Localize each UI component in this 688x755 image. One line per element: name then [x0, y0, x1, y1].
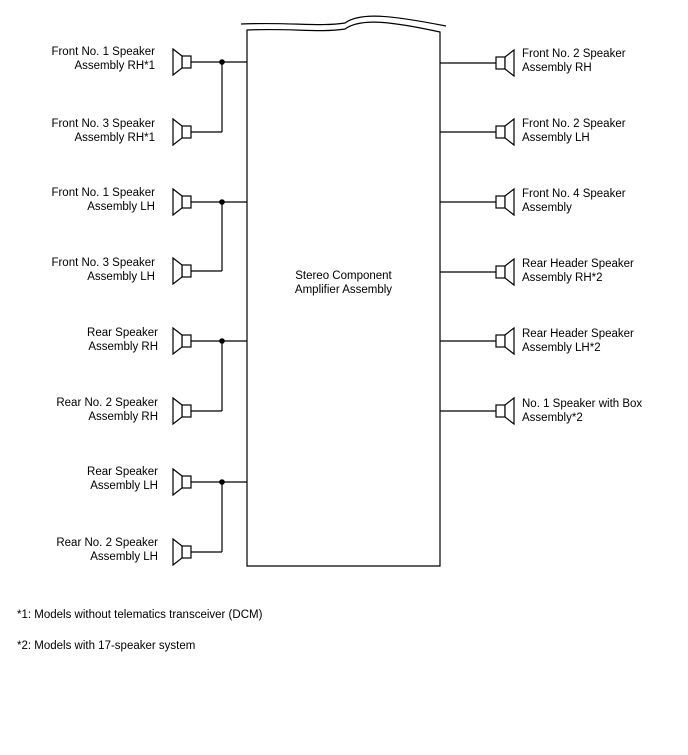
left-speaker-label-line1: Front No. 3 Speaker	[51, 257, 155, 269]
amplifier-label: Stereo Component Amplifier Assembly	[247, 269, 440, 297]
right-speaker-label-line2: Assembly RH*2	[522, 272, 603, 284]
right-speaker-label-line2: Assembly RH	[522, 62, 592, 74]
left-speaker-label-line2: Assembly LH	[90, 551, 158, 563]
speaker-icon	[495, 396, 515, 426]
speaker-icon	[172, 187, 192, 217]
speaker-icon	[172, 537, 192, 567]
right-speaker-label-4: Rear Header Speaker Assembly LH*2	[522, 327, 634, 355]
right-speaker-label-line2: Assembly LH*2	[522, 342, 601, 354]
left-speaker-label-6: Rear Speaker Assembly LH	[87, 465, 158, 493]
left-speaker-label-2: Front No. 1 Speaker Assembly LH	[51, 186, 155, 214]
left-speaker-label-line2: Assembly LH	[90, 480, 158, 492]
amplifier-label-line2: Amplifier Assembly	[294, 284, 393, 296]
amplifier-box	[246, 21, 441, 567]
left-speaker-label-line2: Assembly LH	[87, 271, 155, 283]
left-speaker-label-line1: Rear Speaker	[87, 327, 158, 339]
footnote-1: *1: Models without telematics transceive…	[17, 609, 263, 621]
left-speaker-label-line1: Front No. 1 Speaker	[51, 187, 155, 199]
right-speaker-label-0: Front No. 2 Speaker Assembly RH	[522, 47, 626, 75]
left-speaker-label-line2: Assembly RH*1	[74, 132, 155, 144]
right-speaker-label-1: Front No. 2 Speaker Assembly LH	[522, 117, 626, 145]
right-speaker-label-line2: Assembly*2	[522, 412, 583, 424]
speaker-icon	[495, 326, 515, 356]
right-speaker-label-line1: No. 1 Speaker with Box	[522, 398, 643, 410]
amplifier-break-line	[240, 15, 447, 27]
speaker-icon	[495, 257, 515, 287]
speaker-icon	[172, 256, 192, 286]
left-speaker-label-3: Front No. 3 Speaker Assembly LH	[51, 256, 155, 284]
left-speaker-label-line2: Assembly RH*1	[74, 60, 155, 72]
speaker-icon	[495, 117, 515, 147]
left-speaker-label-line1: Rear No. 2 Speaker	[56, 537, 158, 549]
junction-dot	[219, 59, 225, 65]
right-speaker-label-line1: Rear Header Speaker	[522, 328, 634, 340]
left-speaker-label-line1: Front No. 3 Speaker	[51, 118, 155, 130]
junction-dot	[219, 199, 225, 205]
right-speaker-label-line1: Front No. 2 Speaker	[522, 118, 626, 130]
left-speaker-label-line2: Assembly LH	[87, 201, 155, 213]
speaker-icon	[172, 396, 192, 426]
right-speaker-label-line1: Rear Header Speaker	[522, 258, 634, 270]
right-speaker-label-5: No. 1 Speaker with Box Assembly*2	[522, 397, 642, 425]
junction-dot	[219, 479, 225, 485]
right-speaker-label-line1: Front No. 2 Speaker	[522, 48, 626, 60]
left-speaker-label-line2: Assembly RH	[88, 341, 158, 353]
right-speaker-label-line2: Assembly LH	[522, 132, 590, 144]
left-speaker-label-line1: Front No. 1 Speaker	[51, 46, 155, 58]
left-speaker-label-4: Rear Speaker Assembly RH	[87, 326, 158, 354]
left-speaker-label-5: Rear No. 2 Speaker Assembly RH	[56, 396, 158, 424]
footnote-2: *2: Models with 17-speaker system	[17, 640, 196, 652]
junction-dot	[219, 338, 225, 344]
left-speaker-label-line2: Assembly RH	[88, 411, 158, 423]
left-speaker-label-line1: Rear No. 2 Speaker	[56, 397, 158, 409]
speaker-icon	[495, 187, 515, 217]
right-speaker-label-3: Rear Header Speaker Assembly RH*2	[522, 257, 634, 285]
speaker-icon	[172, 326, 192, 356]
left-speaker-label-0: Front No. 1 Speaker Assembly RH*1	[51, 45, 155, 73]
speaker-icon	[172, 467, 192, 497]
right-speaker-label-2: Front No. 4 Speaker Assembly	[522, 187, 626, 215]
left-speaker-label-1: Front No. 3 Speaker Assembly RH*1	[51, 117, 155, 145]
left-speaker-label-7: Rear No. 2 Speaker Assembly LH	[56, 536, 158, 564]
right-speaker-label-line1: Front No. 4 Speaker	[522, 188, 626, 200]
amplifier-label-line1: Stereo Component	[295, 270, 392, 282]
right-speaker-label-line2: Assembly	[522, 202, 572, 214]
speaker-icon	[495, 48, 515, 78]
speaker-icon	[172, 117, 192, 147]
left-speaker-label-line1: Rear Speaker	[87, 466, 158, 478]
speaker-icon	[172, 47, 192, 77]
